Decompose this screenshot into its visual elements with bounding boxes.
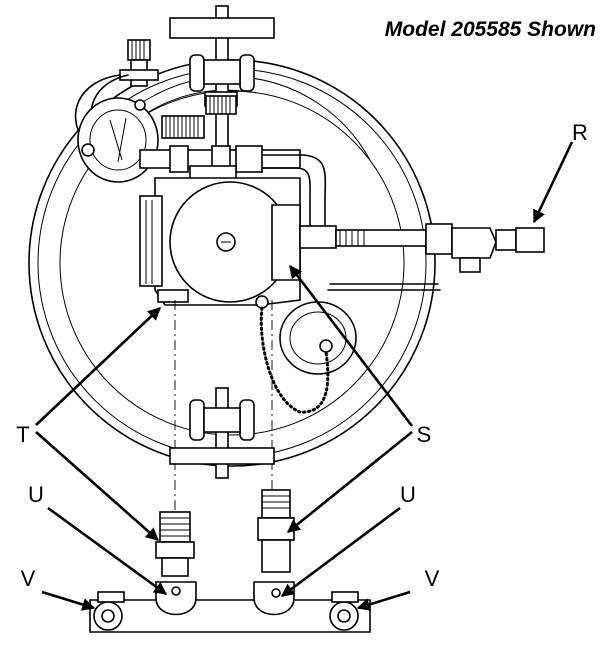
gauge-body [77, 97, 159, 183]
callout-v-left: V [21, 566, 36, 591]
mounting-bracket [89, 581, 371, 633]
outlet-fitting [299, 223, 545, 291]
callout-r: R [572, 120, 588, 145]
callout-s: S [417, 422, 432, 447]
centerlines [174, 300, 273, 520]
figure-caption: Model 205585 Shown [385, 18, 596, 41]
callout-t: T [16, 422, 29, 447]
adapter-fitting-right [257, 489, 295, 573]
bottom-clamp [169, 387, 275, 479]
leader-lines [35, 141, 574, 611]
callout-u-right: U [400, 482, 416, 507]
callout-v-right: V [425, 566, 440, 591]
needle-valve [74, 39, 159, 151]
cap-with-chain [255, 295, 357, 414]
knurled-fitting-top [161, 95, 237, 139]
pump-housing [139, 177, 301, 306]
callout-u-left: U [28, 482, 44, 507]
adapter-fitting-left [155, 511, 195, 577]
